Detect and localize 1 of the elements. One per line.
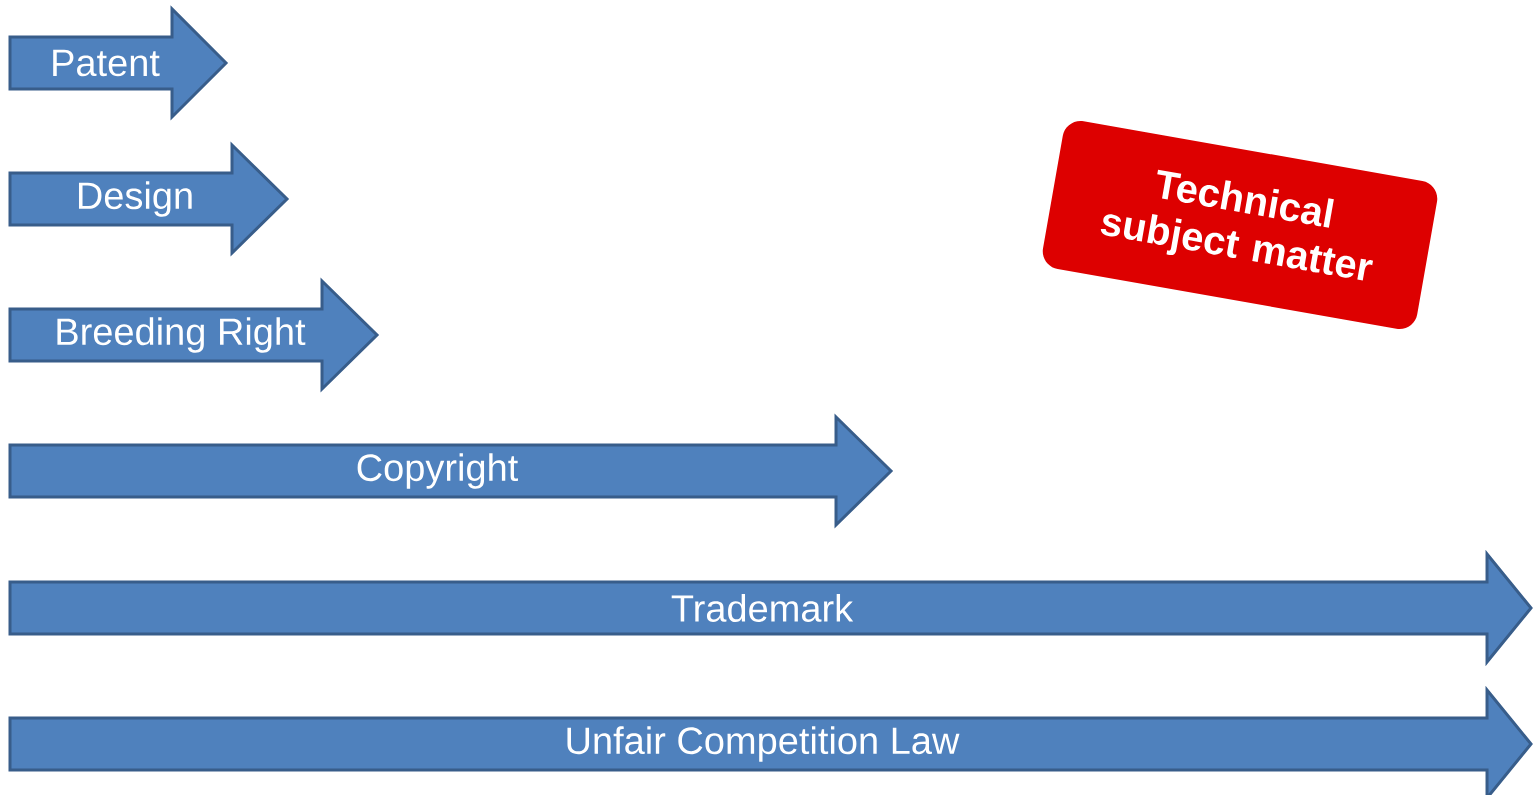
- label-badge: Technical subject matter: [1042, 120, 1438, 330]
